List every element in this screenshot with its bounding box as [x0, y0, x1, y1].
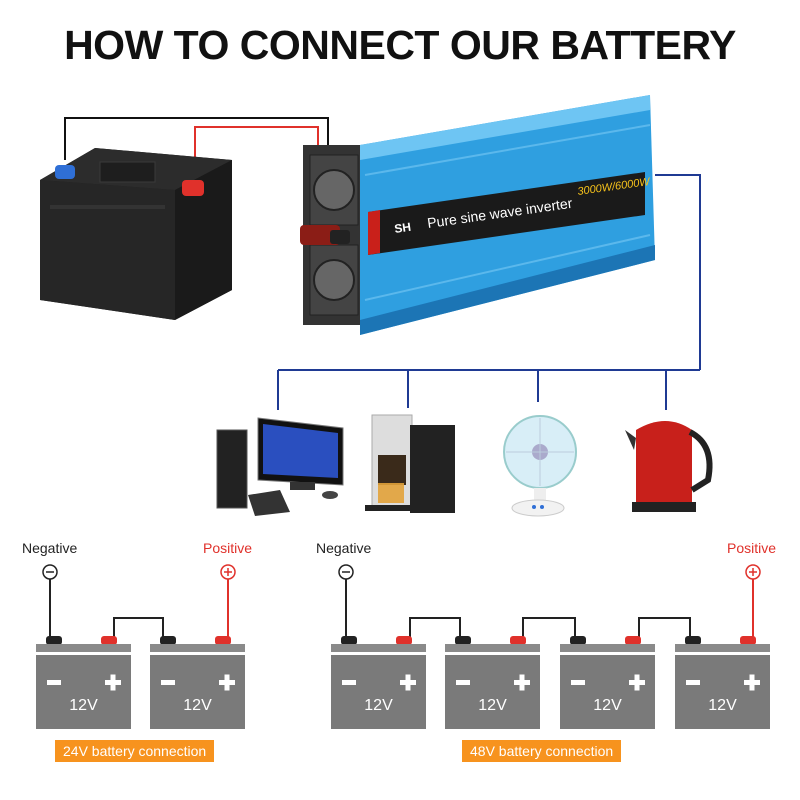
battery-12v-icon: 12V: [560, 636, 655, 729]
negative-terminal-icon: [455, 636, 471, 645]
battery-voltage-label: 12V: [364, 697, 393, 714]
battery-voltage-label: 12V: [593, 697, 622, 714]
plus-sign-icon: [634, 674, 640, 691]
negative-terminal-icon: [341, 636, 357, 645]
ac-output-wiring: [277, 174, 701, 410]
car-battery-icon: [40, 148, 232, 320]
plus-sign-icon: [224, 674, 230, 691]
inverter-device: SH Pure sine wave inverter 3000W/6000W: [300, 95, 655, 335]
battery-body: [445, 655, 540, 729]
battery-body: [331, 655, 426, 729]
positive-label-48v: Positive: [727, 540, 777, 556]
battery-12v-icon: 12V: [150, 636, 245, 729]
battery-body: [675, 655, 770, 729]
minus-sign-icon: [47, 680, 61, 685]
battery-top: [150, 644, 245, 652]
battery-top: [445, 644, 540, 652]
positive-terminal-icon: [101, 636, 117, 645]
battery-12v-icon: 12V: [445, 636, 540, 729]
battery-body: [560, 655, 655, 729]
positive-terminal-icon: [182, 180, 204, 196]
battery-top: [36, 644, 131, 652]
battery-12v-icon: 12V: [331, 636, 426, 729]
caption-24v: 24V battery connection: [55, 740, 215, 762]
negative-terminal-icon: [685, 636, 701, 645]
computer-icon: [216, 417, 344, 516]
negative-terminal-icon: [570, 636, 586, 645]
negative-terminal-icon: [46, 636, 62, 645]
battery-top: [675, 644, 770, 652]
plus-sign-icon: [110, 674, 116, 691]
coffee-machine-icon: [365, 414, 455, 513]
minus-sign-icon: [161, 680, 175, 685]
connection-illustration: SH Pure sine wave inverter 3000W/6000W: [40, 95, 713, 517]
page-title: HOW TO CONNECT OUR BATTERY: [64, 22, 736, 68]
fan-icon: [503, 415, 577, 517]
fan-icon: [313, 169, 355, 211]
battery-top: [560, 644, 655, 652]
battery-voltage-label: 12V: [478, 697, 507, 714]
positive-terminal-icon: [625, 636, 641, 645]
positive-terminal-icon: [510, 636, 526, 645]
series-link-wire: [638, 617, 691, 638]
positive-terminal-icon: [740, 636, 756, 645]
battery-voltage-label: 12V: [708, 697, 737, 714]
battery-body: [36, 655, 131, 729]
negative-terminal-icon: [160, 636, 176, 645]
series-link-wire: [113, 617, 164, 638]
series-link-wire: [409, 617, 461, 638]
battery-wiring-diagram: 12V 12V 12V 12V 12V 12V: [36, 564, 770, 729]
plus-sign-icon: [405, 674, 411, 691]
plus-sign-icon: [519, 674, 525, 691]
battery-12v-icon: 12V: [675, 636, 770, 729]
positive-terminal-icon: [215, 636, 231, 645]
fan-icon: [313, 259, 355, 301]
negative-input-terminal-icon: [330, 230, 350, 244]
negative-terminal-icon: [55, 165, 75, 179]
caption-48v: 48V battery connection: [462, 740, 622, 762]
battery-12v-icon: 12V: [36, 636, 131, 729]
inverter-brand-text: SH: [393, 220, 411, 236]
battery-voltage-label: 12V: [183, 697, 212, 714]
minus-sign-icon: [342, 680, 356, 685]
plus-sign-icon: [749, 674, 755, 691]
minus-sign-icon: [456, 680, 470, 685]
minus-sign-icon: [571, 680, 585, 685]
series-link-wire: [522, 617, 576, 638]
positive-label-24v: Positive: [203, 540, 253, 556]
battery-voltage-label: 12V: [69, 697, 98, 714]
negative-label-24v: Negative: [22, 540, 78, 556]
minus-sign-icon: [686, 680, 700, 685]
battery-body: [150, 655, 245, 729]
battery-top: [331, 644, 426, 652]
kettle-icon: [625, 421, 713, 512]
inverter-label-panel: [368, 172, 645, 255]
positive-terminal-icon: [396, 636, 412, 645]
negative-label-48v: Negative: [316, 540, 372, 556]
